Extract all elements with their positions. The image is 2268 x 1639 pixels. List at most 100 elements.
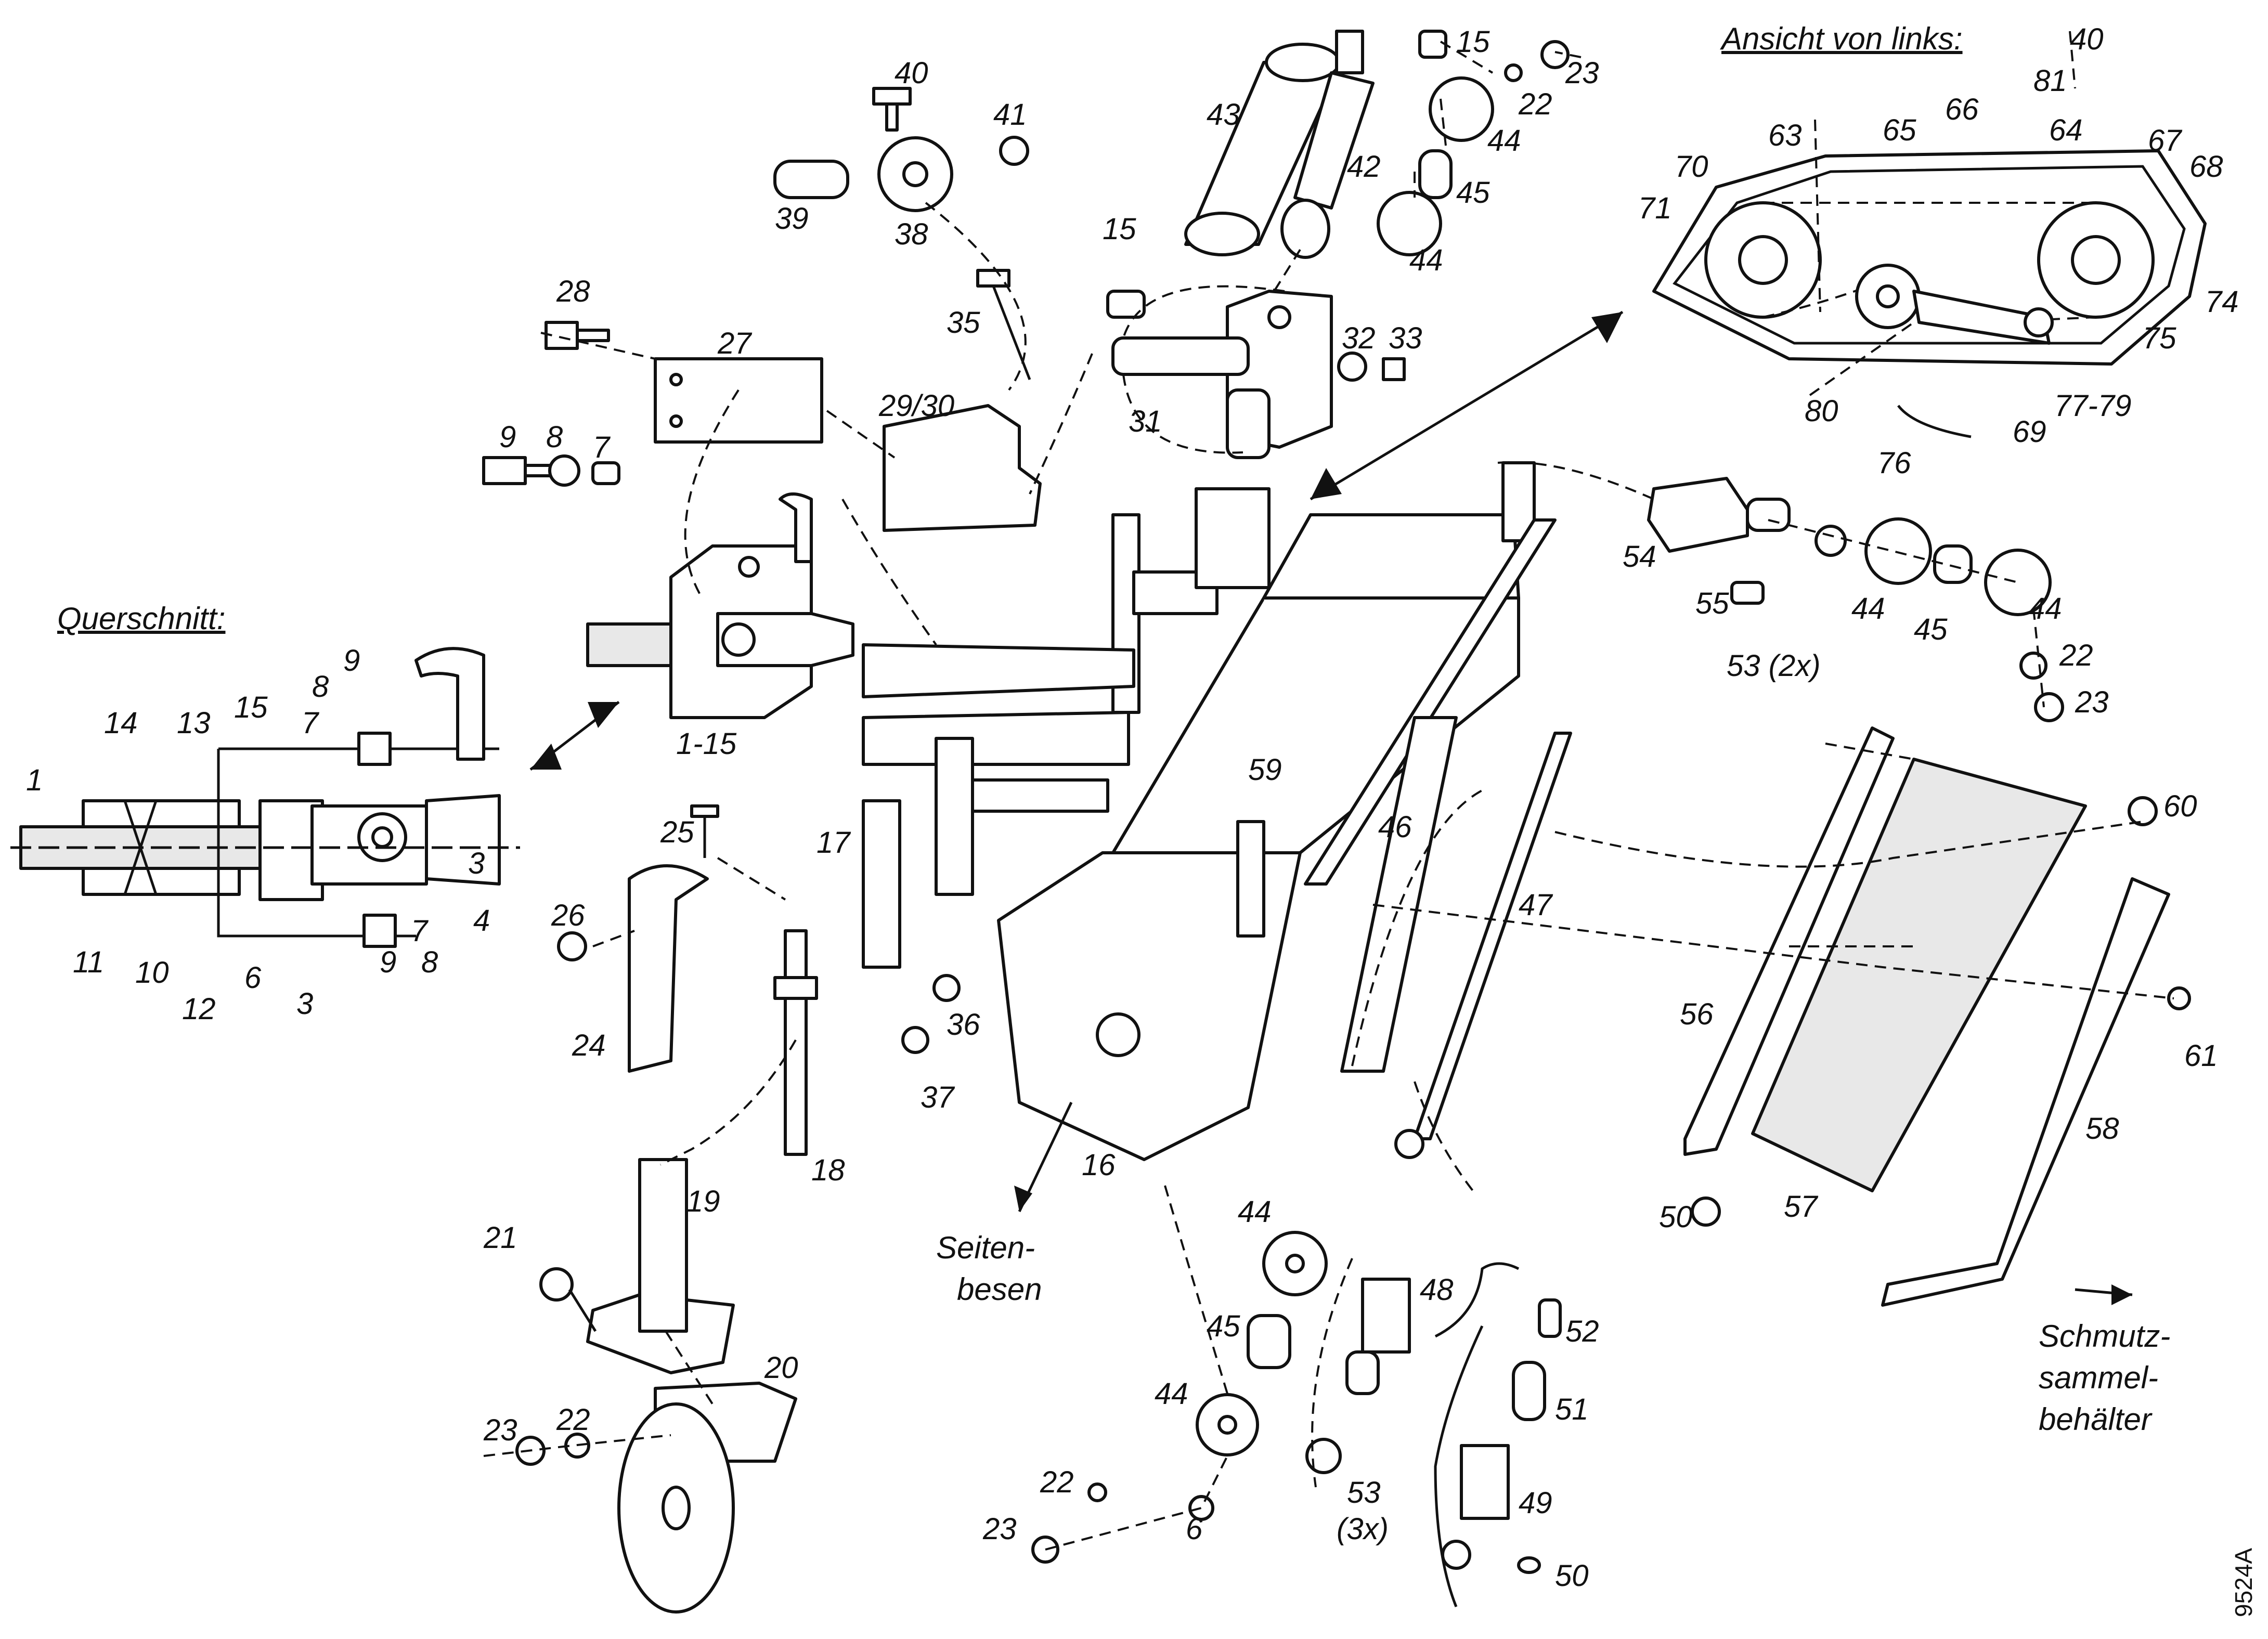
chain-drive-housing: [1652, 149, 2207, 438]
part-label: 47: [1519, 888, 1553, 922]
part-label: 20: [764, 1351, 798, 1385]
bracket-29-30: [883, 404, 1042, 532]
part-label: 61: [2184, 1039, 2218, 1073]
part-label: 23: [1565, 56, 1599, 90]
bar-46: [1340, 716, 1458, 1073]
part-label: 77-79: [2054, 389, 2131, 423]
part-label: 40: [2070, 22, 2104, 56]
part-label: 14: [104, 706, 138, 740]
part-label: 69: [2013, 415, 2046, 449]
part-label: 23: [483, 1413, 517, 1447]
part-label: 37: [921, 1081, 955, 1114]
roller-43: [1184, 43, 1343, 256]
part-label: 16: [1082, 1148, 1116, 1182]
part-labels: 1 14 13 15 8 9 7 3 4 11 10 12 6 3 9 8 7 …: [26, 22, 2239, 1593]
part-label: 25: [660, 815, 694, 849]
part-label: 50: [1659, 1200, 1693, 1234]
part-label: 27: [717, 327, 753, 360]
part-label: 1-15: [676, 727, 737, 761]
part-label: 6: [244, 961, 262, 995]
part-label: 39: [775, 202, 809, 236]
part-label: 45: [1456, 176, 1490, 210]
part-label: 53: [1347, 1476, 1381, 1510]
hub-38-39: [773, 87, 1029, 212]
part-label: 10: [135, 956, 169, 990]
part-label: 75: [2143, 321, 2176, 355]
part-label: 19: [686, 1185, 720, 1218]
part-label: 44: [2028, 592, 2062, 626]
part-label: 44: [1487, 124, 1521, 158]
part-label: 44: [1238, 1195, 1272, 1229]
part-label: 22: [1518, 87, 1552, 121]
dirt-bin-assembly: [1683, 726, 2191, 1307]
part-label: 74: [2205, 285, 2239, 319]
part-label: 60: [2163, 789, 2197, 823]
caption-cross-section: Querschnitt:: [57, 601, 225, 636]
part-label: 44: [1155, 1377, 1188, 1411]
part-label: 45: [1207, 1309, 1240, 1343]
coupling-block: [586, 492, 854, 719]
cross-section-assembly: [10, 647, 520, 948]
gearbox-31: [1106, 290, 1333, 459]
caption-side-brush-1: Seiten-: [936, 1230, 1035, 1265]
part-label: 15: [1103, 212, 1136, 246]
part-label: 18: [811, 1153, 845, 1187]
part-label: 45: [1914, 613, 1948, 646]
part-label: 31: [1129, 405, 1162, 438]
part-label: 67: [2148, 124, 2183, 158]
part-label: 7: [593, 431, 611, 464]
part-label: 12: [182, 992, 216, 1026]
part-label: 36: [947, 1008, 980, 1042]
threaded-rod-18: [773, 929, 818, 1156]
part-label: 80: [1805, 394, 1838, 428]
part-label: 6: [1186, 1512, 1203, 1546]
part-label: 32: [1342, 321, 1376, 355]
caption-dirt-bin-2: sammel-: [2039, 1360, 2158, 1395]
part-label: 15: [234, 691, 268, 724]
part-label: 7: [302, 706, 320, 740]
part-label: (3x): [1337, 1512, 1389, 1546]
part-label: 8: [546, 420, 563, 454]
part-label: 23: [2075, 685, 2109, 719]
caption-dirt-bin-3: behälter: [2039, 1402, 2153, 1437]
part-label: 53 (2x): [1727, 649, 1821, 683]
drawing-number: 9524A: [2230, 1548, 2257, 1617]
part-label: 17: [817, 826, 851, 860]
part-label: 11: [73, 945, 104, 979]
part-label: 8: [312, 670, 329, 704]
part-label: 46: [1378, 810, 1412, 844]
part-label: 59: [1248, 753, 1282, 787]
bracket-24: [557, 804, 719, 1073]
part-label: 35: [947, 306, 980, 340]
part-label: 71: [1638, 191, 1672, 225]
part-label: 22: [2059, 639, 2093, 672]
part-label: 7: [411, 914, 429, 948]
part-label: 65: [1883, 113, 1916, 147]
part-label: 48: [1420, 1273, 1454, 1307]
part-label: 81: [2033, 64, 2067, 98]
part-label: 1: [26, 763, 43, 797]
assembly-lines: [483, 31, 2174, 1551]
part-label: 23: [982, 1512, 1017, 1546]
part-label: 42: [1347, 150, 1381, 184]
part-label: 66: [1945, 93, 1979, 126]
part-label: 9: [343, 644, 360, 678]
gas-strut-42: [1280, 30, 1375, 259]
part-label: 50: [1555, 1559, 1589, 1593]
part-label: 70: [1675, 150, 1708, 184]
shaft-54: [1647, 477, 2064, 722]
part-label: 8: [421, 945, 438, 979]
part-label: 56: [1680, 997, 1714, 1031]
caster-wheel: [515, 1158, 797, 1614]
part-label: 55: [1695, 587, 1729, 620]
scale-17: [862, 799, 901, 969]
part-label: 49: [1519, 1486, 1552, 1520]
part-label: 3: [296, 987, 313, 1021]
part-label: 44: [1851, 592, 1885, 626]
part-label: 21: [483, 1221, 517, 1255]
caption-dirt-bin-1: Schmutz-: [2039, 1319, 2170, 1354]
frame-posts: [862, 487, 1271, 896]
part-label: 3: [468, 847, 485, 880]
part-label: 4: [473, 904, 490, 938]
